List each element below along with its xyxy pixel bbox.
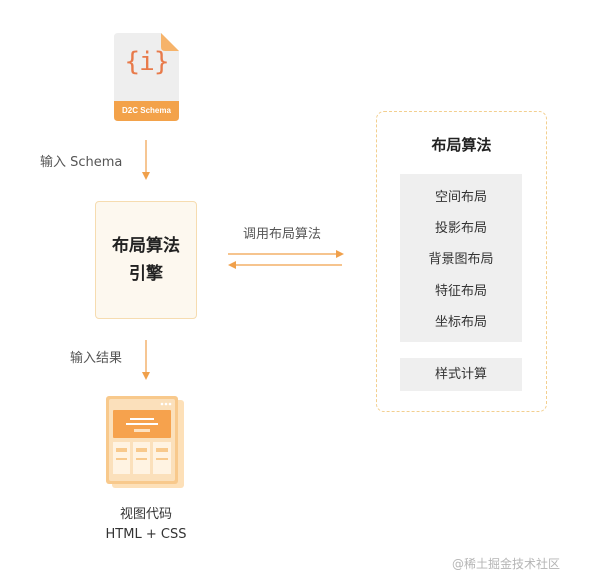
web-page-icon xyxy=(106,396,184,488)
algorithm-list: 空间布局 投影布局 背景图布局 特征布局 坐标布局 xyxy=(400,174,522,342)
algorithm-panel-title: 布局算法 xyxy=(431,136,492,154)
algorithm-item: 空间布局 xyxy=(434,190,487,206)
algorithm-item: 特征布局 xyxy=(434,283,487,299)
engine-title-line1: 布局算法 xyxy=(112,236,180,256)
algorithm-item: 坐标布局 xyxy=(434,314,487,330)
algorithm-item: 投影布局 xyxy=(434,221,487,237)
algorithm-panel xyxy=(376,111,547,412)
output-line1: 视图代码 xyxy=(119,507,172,522)
json-glyph: {i} xyxy=(124,47,170,77)
call-algorithm-label: 调用布局算法 xyxy=(243,227,322,242)
algorithm-item: 背景图布局 xyxy=(428,252,494,268)
output-line2: HTML + CSS xyxy=(105,527,187,542)
input-schema-label: 输入 Schema xyxy=(40,155,123,170)
file-badge: D2C Schema xyxy=(122,106,171,115)
output-label: 视图代码 HTML + CSS xyxy=(86,505,206,545)
layout-engine-box: 布局算法 引擎 xyxy=(95,201,197,319)
style-calc-box: 样式计算 xyxy=(400,358,522,391)
watermark: @稀土掘金技术社区 xyxy=(452,557,561,571)
input-result-label: 输入结果 xyxy=(70,351,123,366)
engine-title-line2: 引擎 xyxy=(129,264,163,284)
schema-file-icon: {i} D2C Schema xyxy=(114,33,179,121)
